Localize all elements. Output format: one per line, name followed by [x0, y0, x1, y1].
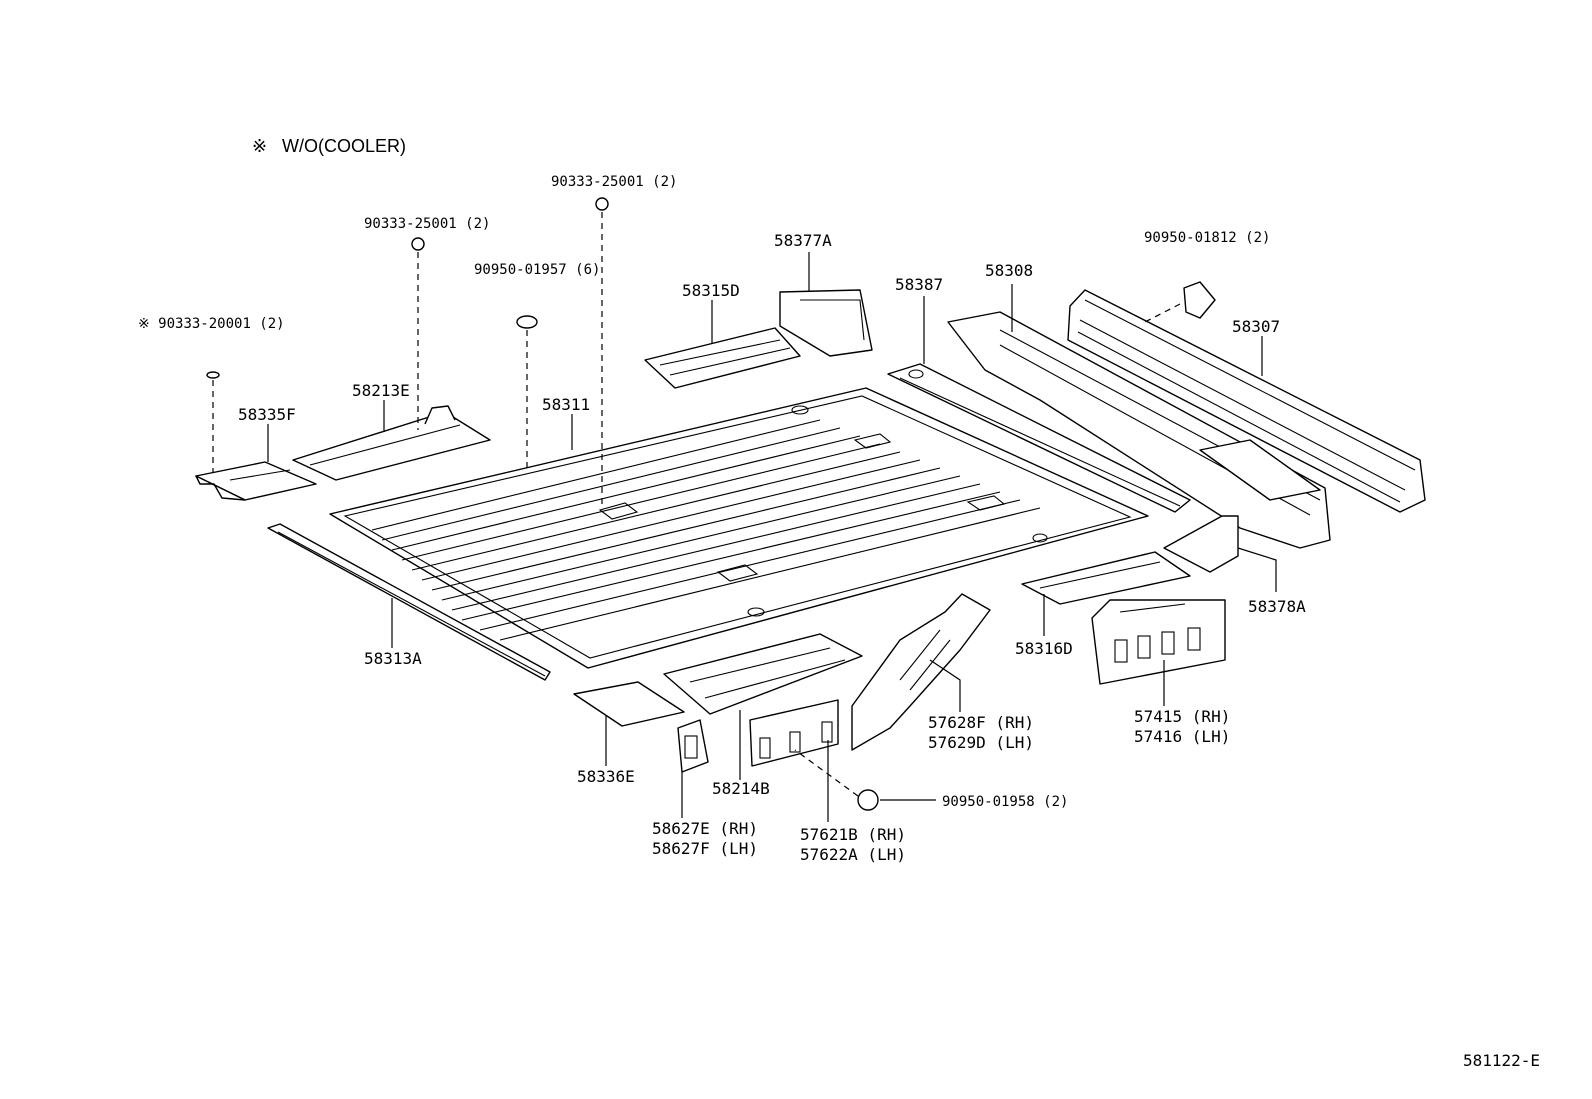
label-58313A: 58313A: [364, 649, 422, 668]
bracket-58336E: [573, 681, 685, 727]
label-58387: 58387: [895, 275, 943, 294]
label-57415: 57415 (RH): [1134, 707, 1230, 726]
label-90333-20001: ※ 90333-20001 (2): [138, 316, 285, 332]
plug-90950-01957: [516, 315, 538, 329]
label-58307: 58307: [1232, 317, 1280, 336]
label-57628F: 57628F (RH): [928, 713, 1034, 732]
label-58336E: 58336E: [577, 767, 635, 786]
member-58307: [1067, 289, 1426, 513]
label-58378A: 58378A: [1248, 597, 1306, 616]
member-58308: [947, 311, 1331, 549]
label-58315D: 58315D: [682, 281, 740, 300]
label-58213E: 58213E: [352, 381, 410, 400]
diagram-code: 581122-E: [1463, 1051, 1540, 1070]
label-58311: 58311: [542, 395, 590, 414]
label-57621B: 57621B (RH): [800, 825, 906, 844]
label-58308: 58308: [985, 261, 1033, 280]
rail-58387: [887, 363, 1191, 513]
label-57622A: 57622A (LH): [800, 845, 906, 864]
note-mark: ※: [252, 136, 267, 156]
rail-58313A: [267, 523, 551, 681]
bracket-58627E: [677, 719, 709, 773]
plug-90950-01958: [857, 789, 879, 811]
panel-57621B: [749, 699, 839, 767]
bracket-58377A: [779, 289, 873, 357]
cooler-note: ※ W/O(COOLER): [252, 136, 406, 156]
bracket-58335F: [195, 461, 317, 501]
note-text: W/O(COOLER): [282, 136, 406, 156]
label-90950-01958: 90950-01958 (2): [942, 794, 1068, 810]
label-90333-25001-top: 90333-25001 (2): [551, 174, 677, 190]
label-58377A: 58377A: [774, 231, 832, 250]
label-90950-01957: 90950-01957 (6): [474, 262, 600, 278]
fastener-90333-20001: [206, 371, 220, 379]
panel-58214B: [663, 633, 863, 715]
label-58335F: 58335F: [238, 405, 296, 424]
panel-58213E: [292, 405, 491, 481]
label-58214B: 58214B: [712, 779, 770, 798]
assembly-lines: [212, 212, 1181, 797]
label-58627F: 58627F (LH): [652, 839, 758, 858]
leader-lines: [267, 252, 1277, 822]
bracket-58378A: [1163, 515, 1239, 573]
part-labels: 90333-25001 (2) 90333-25001 (2) 90950-01…: [138, 174, 1306, 864]
label-58316D: 58316D: [1015, 639, 1073, 658]
panel-57415: [1091, 599, 1226, 685]
clip-90950-01812: [1183, 281, 1216, 319]
fastener-90333-25001-left: [411, 237, 425, 251]
label-57416: 57416 (LH): [1134, 727, 1230, 746]
label-90950-01812: 90950-01812 (2): [1144, 230, 1270, 246]
floor-panel-58311: [329, 387, 1149, 669]
panel-58315D: [644, 327, 801, 389]
panel-58316D: [1021, 551, 1191, 605]
label-57629D: 57629D (LH): [928, 733, 1034, 752]
pillar-57628F: [851, 593, 991, 751]
label-90333-25001-left: 90333-25001 (2): [364, 216, 490, 232]
fastener-90333-25001-top: [595, 197, 609, 211]
label-58627E: 58627E (RH): [652, 819, 758, 838]
